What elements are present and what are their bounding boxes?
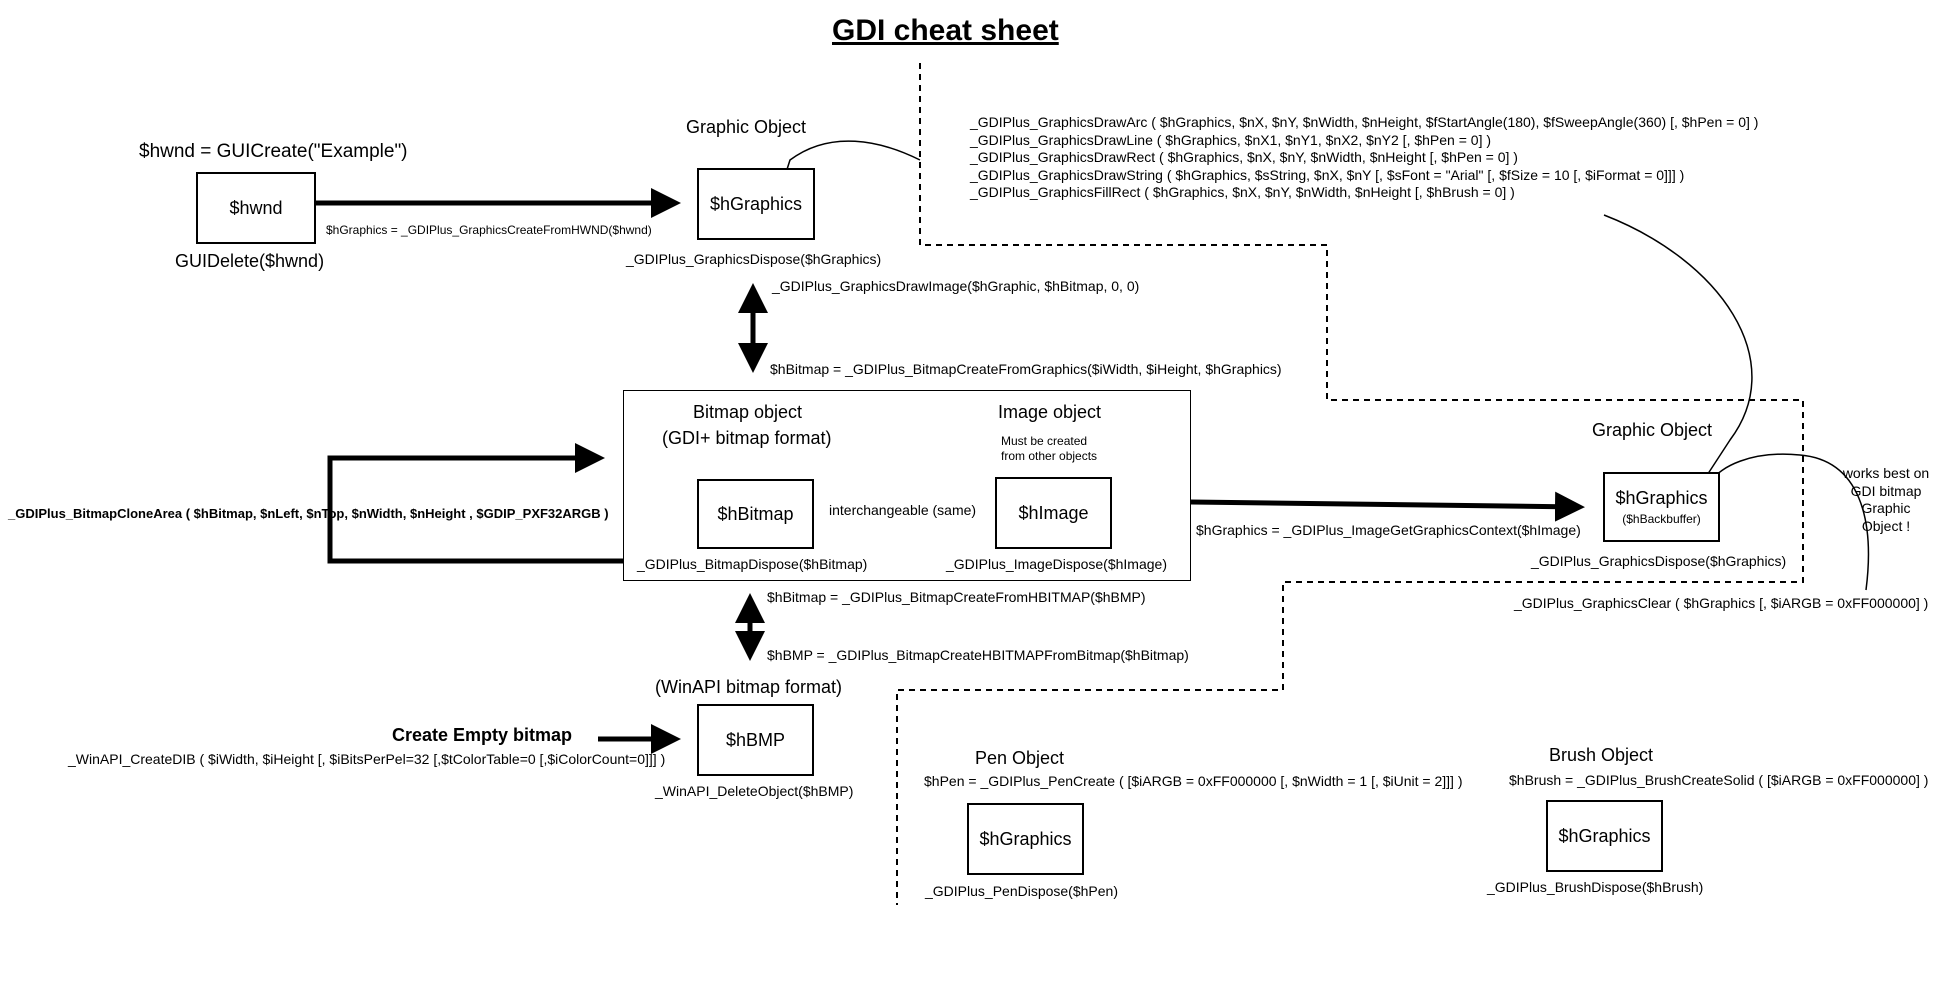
gui-delete-label: GUIDelete($hwnd) — [175, 251, 325, 271]
page-title: GDI cheat sheet — [832, 14, 1059, 47]
gui-create-label: $hwnd = GUICreate("Example") — [139, 141, 408, 162]
pen-graphics-box: $hGraphics — [967, 803, 1084, 875]
get-graphics-context-label: $hGraphics = _GDIPlus_ImageGetGraphicsCo… — [1196, 522, 1581, 538]
backbuffer-box: $hGraphics ($hBackbuffer) — [1603, 472, 1720, 542]
backbuffer-note: works best on GDI bitmap Graphic Object … — [1838, 465, 1934, 535]
function-draw-rect: _GDIPlus_GraphicsDrawRect ( $hGraphics, … — [970, 149, 1518, 165]
graphics-clear-label: _GDIPlus_GraphicsClear ( $hGraphics [, $… — [1514, 595, 1929, 611]
image-note: Must be created from other objects — [1001, 434, 1097, 464]
draw-image-label: _GDIPlus_GraphicsDrawImage($hGraphic, $h… — [772, 278, 1140, 294]
pen-graphics-box-label: $hGraphics — [979, 828, 1072, 849]
backbuffer-sub-label: ($hBackbuffer) — [1622, 512, 1701, 526]
image-object-heading: Image object — [998, 402, 1102, 422]
himage-box-label: $hImage — [1018, 502, 1089, 523]
backbuffer-box-label: $hGraphics — [1615, 488, 1708, 508]
graphic-object-right-heading: Graphic Object — [1592, 420, 1713, 440]
dashed-separator — [896, 63, 1804, 905]
function-fill-rect: _GDIPlus_GraphicsFillRect ( $hGraphics, … — [970, 184, 1515, 200]
brush-dispose-label: _GDIPlus_BrushDispose($hBrush) — [1487, 879, 1704, 895]
interchangeable-label: interchangeable (same) — [829, 502, 977, 518]
pen-object-heading: Pen Object — [975, 748, 1065, 768]
function-draw-line: _GDIPlus_GraphicsDrawLine ( $hGraphics, … — [970, 131, 1492, 148]
graphics-dispose-top: _GDIPlus_GraphicsDispose($hGraphics) — [626, 251, 882, 267]
hbitmap-box-label: $hBitmap — [717, 503, 794, 524]
hbitmap-box: $hBitmap — [697, 479, 814, 549]
hwnd-box-label: $hwnd — [229, 197, 283, 218]
create-empty-label: Create Empty bitmap — [392, 725, 573, 745]
graphics-top-box-label: $hGraphics — [709, 193, 803, 214]
pen-create-label: $hPen = _GDIPlus_PenCreate ( [$iARGB = 0… — [924, 773, 1463, 789]
drawing-functions-list: _GDIPlus_GraphicsDrawArc ( $hGraphics, $… — [970, 114, 1758, 202]
backbuffer-note-line-1: works best on — [1842, 465, 1930, 481]
backbuffer-note-line-3: Graphic — [1861, 500, 1911, 516]
image-note-line-2: from other objects — [1001, 449, 1098, 463]
bitmap-object-heading: Bitmap object — [693, 402, 803, 422]
brush-graphics-box: $hGraphics — [1546, 800, 1663, 872]
himage-box: $hImage — [995, 477, 1112, 549]
function-draw-string: _GDIPlus_GraphicsDrawString ( $hGraphics… — [970, 166, 1685, 183]
curve-note-to-backbuffer — [1711, 453, 1870, 591]
graphics-dispose-right: _GDIPlus_GraphicsDispose($hGraphics) — [1531, 553, 1787, 569]
bitmap-dispose-label: _GDIPlus_BitmapDispose($hBitmap) — [637, 556, 868, 572]
image-dispose-label: _GDIPlus_ImageDispose($hImage) — [946, 556, 1167, 572]
curve-dispose-to-graphics — [779, 140, 921, 184]
arrow-image-to-backbuffer — [1190, 491, 1585, 522]
graphics-top-box: $hGraphics — [697, 168, 815, 240]
arrow-clone-loop — [327, 443, 623, 564]
pen-dispose-label: _GDIPlus_PenDispose($hPen) — [925, 883, 1118, 899]
backbuffer-note-line-2: GDI bitmap — [1850, 482, 1922, 499]
create-dib-label: _WinAPI_CreateDIB ( $iWidth, $iHeight [,… — [68, 751, 666, 767]
function-draw-arc: _GDIPlus_GraphicsDrawArc ( $hGraphics, $… — [970, 114, 1759, 130]
delete-object-label: _WinAPI_DeleteObject($hBMP) — [655, 783, 854, 799]
brush-create-label: $hBrush = _GDIPlus_BrushCreateSolid ( [$… — [1509, 772, 1929, 788]
hwnd-box: $hwnd — [196, 172, 316, 244]
clone-area-label: _GDIPlus_BitmapCloneArea ( $hBitmap, $nL… — [8, 506, 609, 521]
image-note-line-1: Must be created — [1001, 434, 1088, 448]
winapi-format-label: (WinAPI bitmap format) — [655, 677, 843, 697]
backbuffer-note-line-4: Object ! — [1861, 517, 1911, 534]
curve-functions-to-backbuffer — [1603, 214, 1753, 488]
hbmp-box: $hBMP — [697, 704, 814, 776]
bitmap-format-label: (GDI+ bitmap format) — [662, 428, 832, 448]
bitmap-from-hbitmap-label: $hBitmap = _GDIPlus_BitmapCreateFromHBIT… — [767, 589, 1146, 605]
brush-graphics-box-label: $hGraphics — [1558, 825, 1651, 846]
brush-object-heading: Brush Object — [1549, 745, 1654, 765]
graphic-object-top-heading: Graphic Object — [686, 117, 807, 137]
create-graphics-label: $hGraphics = _GDIPlus_GraphicsCreateFrom… — [326, 223, 652, 237]
hbmp-box-label: $hBMP — [725, 729, 786, 750]
bitmap-from-graphics-label: $hBitmap = _GDIPlus_BitmapCreateFromGrap… — [770, 361, 1282, 377]
create-hbitmap-label: $hBMP = _GDIPlus_BitmapCreateHBITMAPFrom… — [767, 647, 1189, 663]
